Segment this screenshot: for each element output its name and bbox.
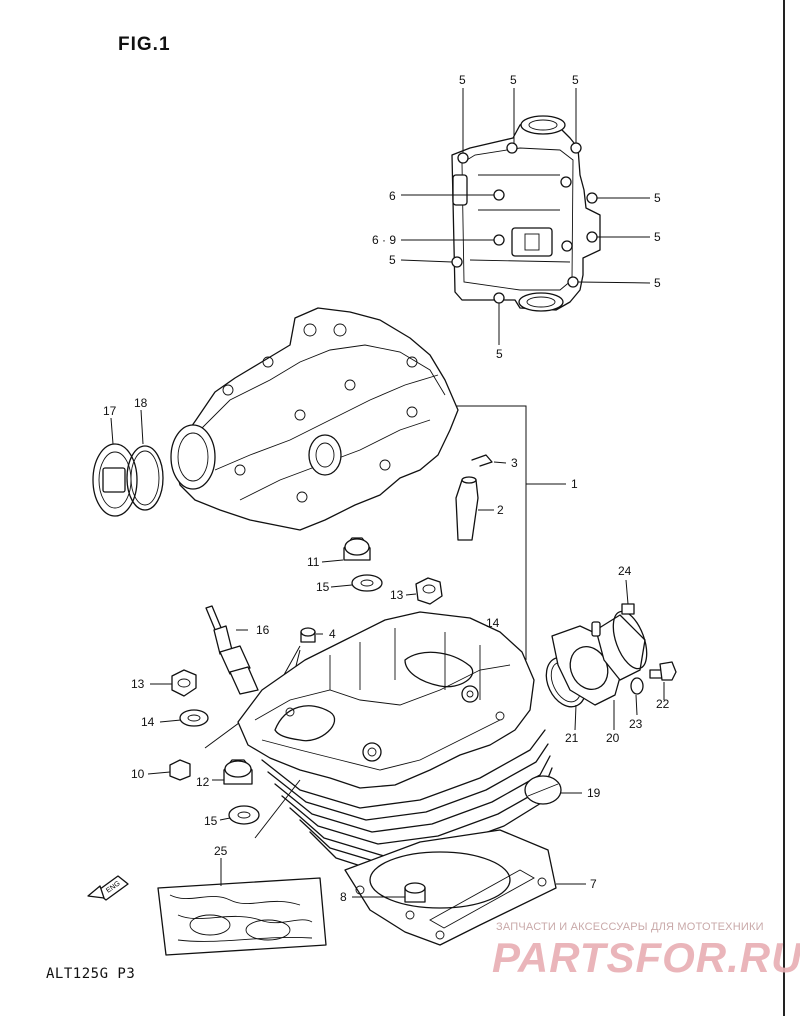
callout-5: 5 [654,230,661,244]
callout-5: 5 [389,253,396,267]
cylinder-gasket-7 [344,829,557,946]
callout-11: 11 [307,555,320,569]
callout-5: 5 [496,347,503,361]
callout-20: 20 [606,731,620,745]
dowel-pin-4 [300,627,316,643]
callout-4: 4 [329,627,336,641]
callout-17: 17 [103,404,117,418]
leader-21 [574,704,577,731]
bolt-22 [649,661,677,681]
valve-clip-3 [471,454,493,467]
callout-24: 24 [618,564,632,578]
plug-19 [524,775,562,805]
callout-7: 7 [590,877,597,891]
callout-6: 6 [389,189,396,203]
leader-1 [456,405,566,660]
cap-nut-12 [223,759,253,785]
top-view-leaders [400,88,651,345]
callout-19: 19 [587,786,601,800]
valve-guide-2 [455,476,479,541]
gasket-set-25 [157,877,327,956]
leader-13a [405,593,417,596]
leader-17 [110,417,114,445]
nut-13b [171,669,197,697]
callout-15: 15 [316,580,330,594]
callout-14: 14 [141,715,155,729]
cylinder-head [237,611,535,789]
callout-22: 22 [656,697,670,711]
eng-arrow-icon: ENG [87,875,129,901]
washer-14b [179,709,209,727]
cap-17 [92,443,138,517]
leader-23 [635,694,638,716]
callout-5: 5 [510,73,517,87]
callout-12: 12 [196,775,210,789]
leader-15b [219,817,231,821]
callout-13: 13 [390,588,404,602]
leader-15a [330,584,353,588]
leader-14b [159,719,182,723]
callout-10: 10 [131,767,145,781]
leader-3 [493,461,507,464]
watermark-logo: PARTSFOR.RU [492,934,800,981]
leader-11 [321,559,344,563]
callout-16: 16 [256,623,270,637]
callout-1: 1 [571,477,578,491]
callout-5: 5 [572,73,579,87]
head-cover-top-view [451,115,601,312]
cap-nut-11 [343,537,371,561]
callout-21: 21 [565,731,579,745]
watermark-caption: ЗАПЧАСТИ И АКСЕССУАРЫ ДЛЯ МОТОТЕХНИКИ [496,921,764,933]
callout-6-9: 6 · 9 [372,233,396,247]
intake-pipe-20 [551,614,646,706]
callout-15: 15 [204,814,218,828]
nut-13a [415,577,443,605]
callout-8: 8 [340,890,347,904]
page-border [783,0,785,1016]
bolt-10 [169,759,191,781]
washer-15a [351,574,383,592]
callout-23: 23 [629,717,643,731]
callout-labels: 5 5 5 6 5 6 · 9 5 5 5 5 17 18 3 1 2 11 1… [103,73,670,904]
leader-15b-tail [254,779,301,839]
leader-18 [140,409,144,445]
leader-24 [625,579,629,605]
callout-25: 25 [214,844,228,858]
figure-title: FIG.1 [118,34,171,55]
callout-14: 14 [486,616,500,630]
callout-18: 18 [134,396,148,410]
washer-23 [630,677,644,695]
callout-13: 13 [131,677,145,691]
callout-2: 2 [497,503,504,517]
callout-3: 3 [511,456,518,470]
page-reference: ALT125G P3 [46,966,136,982]
spark-plug-16 [205,605,259,695]
cylinder-head-cover [170,307,459,531]
callout-5: 5 [654,191,661,205]
callout-5: 5 [459,73,466,87]
leader-10 [147,771,171,775]
dowel-pin-8 [404,882,426,903]
washer-15b [228,805,260,825]
o-ring-18 [126,445,164,511]
callout-5: 5 [654,276,661,290]
